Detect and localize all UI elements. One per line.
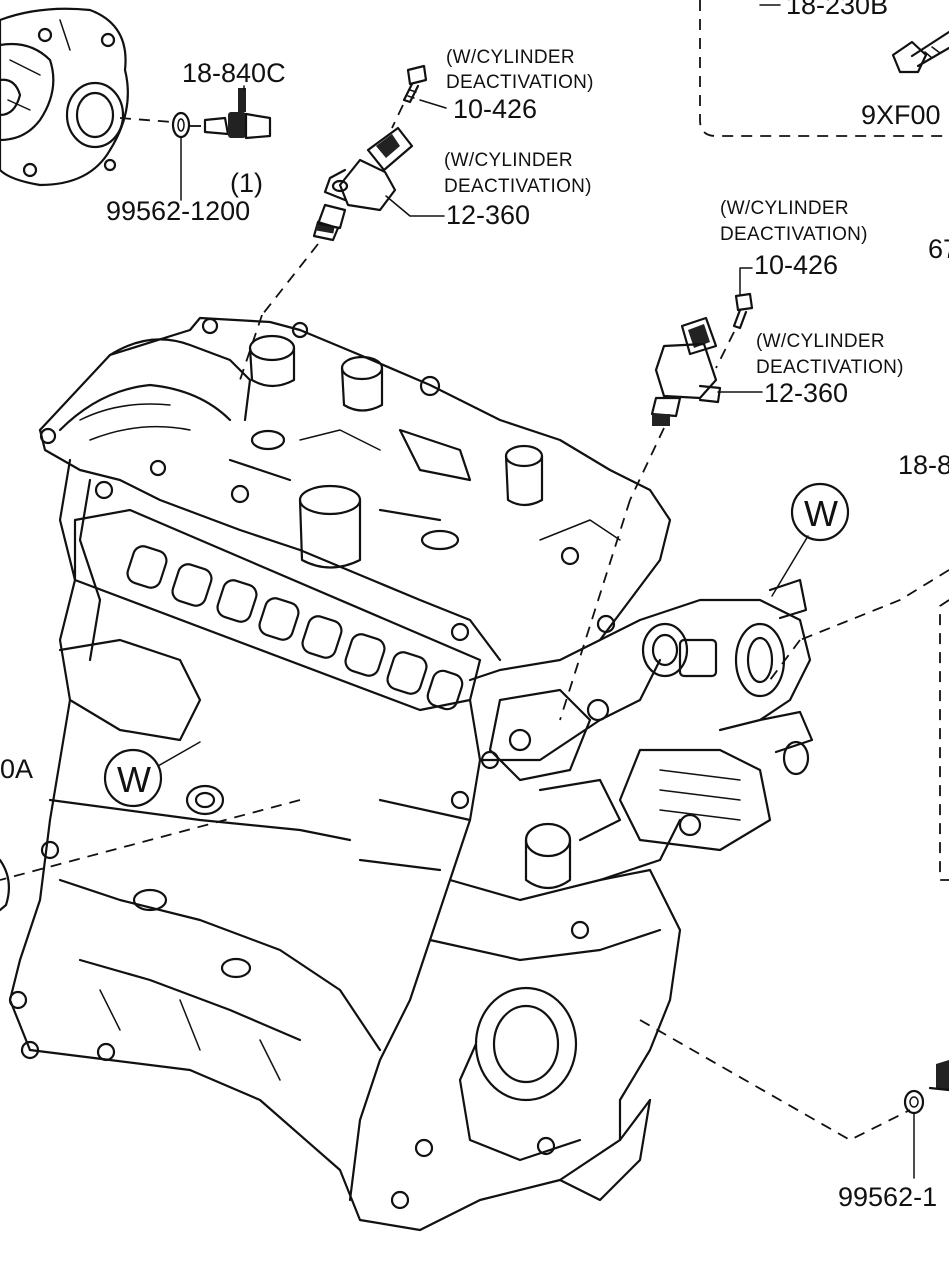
marker-w-right: W xyxy=(771,482,850,597)
note-w-cyl-2b: DEACTIVATION) xyxy=(444,176,592,197)
callout-qty: (1) xyxy=(230,168,263,198)
callout-9xf00: 9XF00 xyxy=(861,100,941,130)
detail-box-top-right: 18-230B 9XF00 xyxy=(699,0,949,137)
callout-99562-1: 99562-1 xyxy=(838,1182,937,1212)
callout-18-840c: 18-840C xyxy=(182,58,286,88)
oil-pressure-switch-part xyxy=(903,1060,949,1179)
temp-sensor-part xyxy=(119,88,272,140)
note-w-cyl-1b: DEACTIVATION) xyxy=(446,72,594,93)
note-w-cyl-4b: DEACTIVATION) xyxy=(756,357,904,378)
oil-control-valve-right xyxy=(629,292,754,501)
engine-block xyxy=(8,316,814,1232)
callout-12-360-a: 12-360 xyxy=(446,200,530,230)
callout-67: 67 xyxy=(928,234,949,264)
callout-0a: 0A xyxy=(0,754,33,784)
note-w-cyl-1a: (W/CYLINDER xyxy=(446,47,575,68)
callout-10-426-a: 10-426 xyxy=(453,94,537,124)
marker-w-left: W xyxy=(103,741,201,808)
note-w-cyl-4a: (W/CYLINDER xyxy=(756,331,885,352)
note-w-cyl-3a: (W/CYLINDER xyxy=(720,198,849,219)
callout-12-360-b: 12-360 xyxy=(764,378,848,408)
water-pump-housing xyxy=(0,7,129,187)
callout-10-426-b: 10-426 xyxy=(754,250,838,280)
callout-18-8: 18-8 xyxy=(898,450,949,480)
oil-control-valve-left xyxy=(261,64,428,316)
svg-text:W: W xyxy=(804,493,838,534)
note-w-cyl-2a: (W/CYLINDER xyxy=(444,150,573,171)
callout-18-230b: 18-230B xyxy=(786,0,888,20)
note-w-cyl-3b: DEACTIVATION) xyxy=(720,224,868,245)
bolt-icon xyxy=(891,30,949,74)
intake-ports xyxy=(126,545,464,711)
svg-text:W: W xyxy=(117,759,151,800)
callout-99562-1200: 99562-1200 xyxy=(106,196,250,226)
